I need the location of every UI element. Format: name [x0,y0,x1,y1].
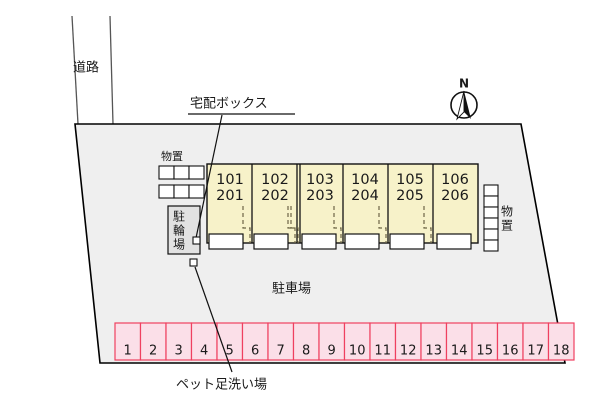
pet-wash-leader-line [194,266,233,373]
unit-number-second: 203 [306,188,334,204]
parking-stall-number: 17 [527,344,544,359]
unit-stair-outline [242,206,251,243]
unit-entrance-porch [301,233,337,250]
storage-left-cell [188,165,205,180]
storage-right-cell [483,195,499,208]
delivery-box-callout: 宅配ボックス [188,97,295,245]
compass-north-label: N [459,77,469,91]
unit-number-second: 202 [261,188,289,204]
parking-stall [165,322,193,361]
storage-right-cell [483,239,499,252]
storage-left-cell [158,184,175,199]
pet-wash-marker [189,258,198,267]
storage-left-cell [188,184,205,199]
storage-left-group: 物置 [158,149,205,199]
delivery-box-leader-line [195,114,223,239]
unit-entrance-porch [436,233,472,250]
delivery-box-label: 宅配ボックス [190,97,268,112]
parking-stall [471,322,499,361]
parking-stalls-group: 1 2 3 4 5 6 7 8 9 10 11 12 13 14 15 16 1… [114,322,575,361]
parking-lot-label: 駐車場 [272,282,311,297]
parking-stall-number: 11 [374,344,391,359]
parking-stall-number: 4 [200,344,208,359]
parking-stall-number: 18 [553,344,570,359]
unit-entrance-porch [344,233,380,250]
storage-right-cell [483,228,499,241]
parking-stall-number: 10 [349,344,366,359]
unit-number-second: 206 [441,188,469,204]
unit-number-first: 103 [306,172,334,188]
pet-wash-callout: ペット足洗い場 [176,258,267,393]
storage-right-cell [483,217,499,230]
parking-stall-number: 14 [451,344,468,359]
parking-stall-number: 3 [175,344,183,359]
unit-stair-outline [378,206,387,243]
pet-wash-label: ペット足洗い場 [176,378,267,393]
parking-stall [241,322,269,361]
road-edge-right [109,15,114,125]
storage-right-group: 物 置 [483,184,513,252]
parking-stall-number: 1 [124,344,132,359]
parking-stall-number: 15 [476,344,493,359]
bicycle-parking-label-char: 輪 [173,223,185,238]
storage-left-cell [173,165,190,180]
unit-number-first: 101 [216,172,244,188]
parking-stall [190,322,218,361]
parking-stall [394,322,422,361]
parking-stall [522,322,550,361]
parking-stall [420,322,448,361]
bicycle-parking-label-char: 駐 [173,209,185,224]
unit-number-first: 102 [261,172,289,188]
unit-number-first: 105 [396,172,424,188]
unit-number-second: 204 [351,188,379,204]
parking-stall-number: 9 [328,344,336,359]
parking-stall [496,322,524,361]
bicycle-parking-group: 駐 輪 場 [167,205,201,255]
bicycle-parking-label-char: 場 [173,238,185,252]
unit-number-second: 205 [396,188,424,204]
parking-stall-number: 12 [400,344,417,359]
storage-right-cell [483,184,499,197]
storage-left-cell [173,184,190,199]
parking-stall-number: 16 [502,344,519,359]
unit-stair-outline [423,206,432,243]
parking-stall-number: 7 [277,344,285,359]
storage-right-label-char: 置 [501,219,513,233]
road-edge-left [71,15,79,125]
unit-entrance-porch [389,233,425,250]
compass-rose: N [450,77,478,121]
unit-number-first: 104 [351,172,379,188]
parking-stall-number: 2 [149,344,157,359]
unit-number-first: 106 [441,172,469,188]
compass-needle-east [464,91,471,119]
bicycle-parking-box [167,205,201,255]
road-label: 道路 [73,60,99,76]
storage-left-cell [158,165,175,180]
unit-stair-outline [333,206,342,243]
apartment-building: 101 201 102 202 103 203 104 204 105 205 … [206,163,479,250]
parking-stall-number: 13 [425,344,442,359]
parking-stall [292,322,320,361]
unit-stair-outline [290,206,299,243]
storage-right-label-char: 物 [501,205,513,219]
parking-stall-number: 5 [226,344,234,359]
parking-stall-number: 6 [251,344,259,359]
unit-number-second: 201 [216,188,244,204]
unit-entrance-porch [253,233,289,250]
parking-stall [547,322,575,361]
parking-stall [445,322,473,361]
unit-stair-outline [287,206,296,243]
parking-stall-number: 8 [302,344,310,359]
parking-stall [139,322,167,361]
road-group: 道路 [71,15,114,125]
unit-entrance-porch [208,233,244,250]
storage-right-cell [483,206,499,219]
storage-left-label: 物置 [161,149,183,163]
delivery-box-marker [192,236,201,245]
parking-stall [267,322,295,361]
